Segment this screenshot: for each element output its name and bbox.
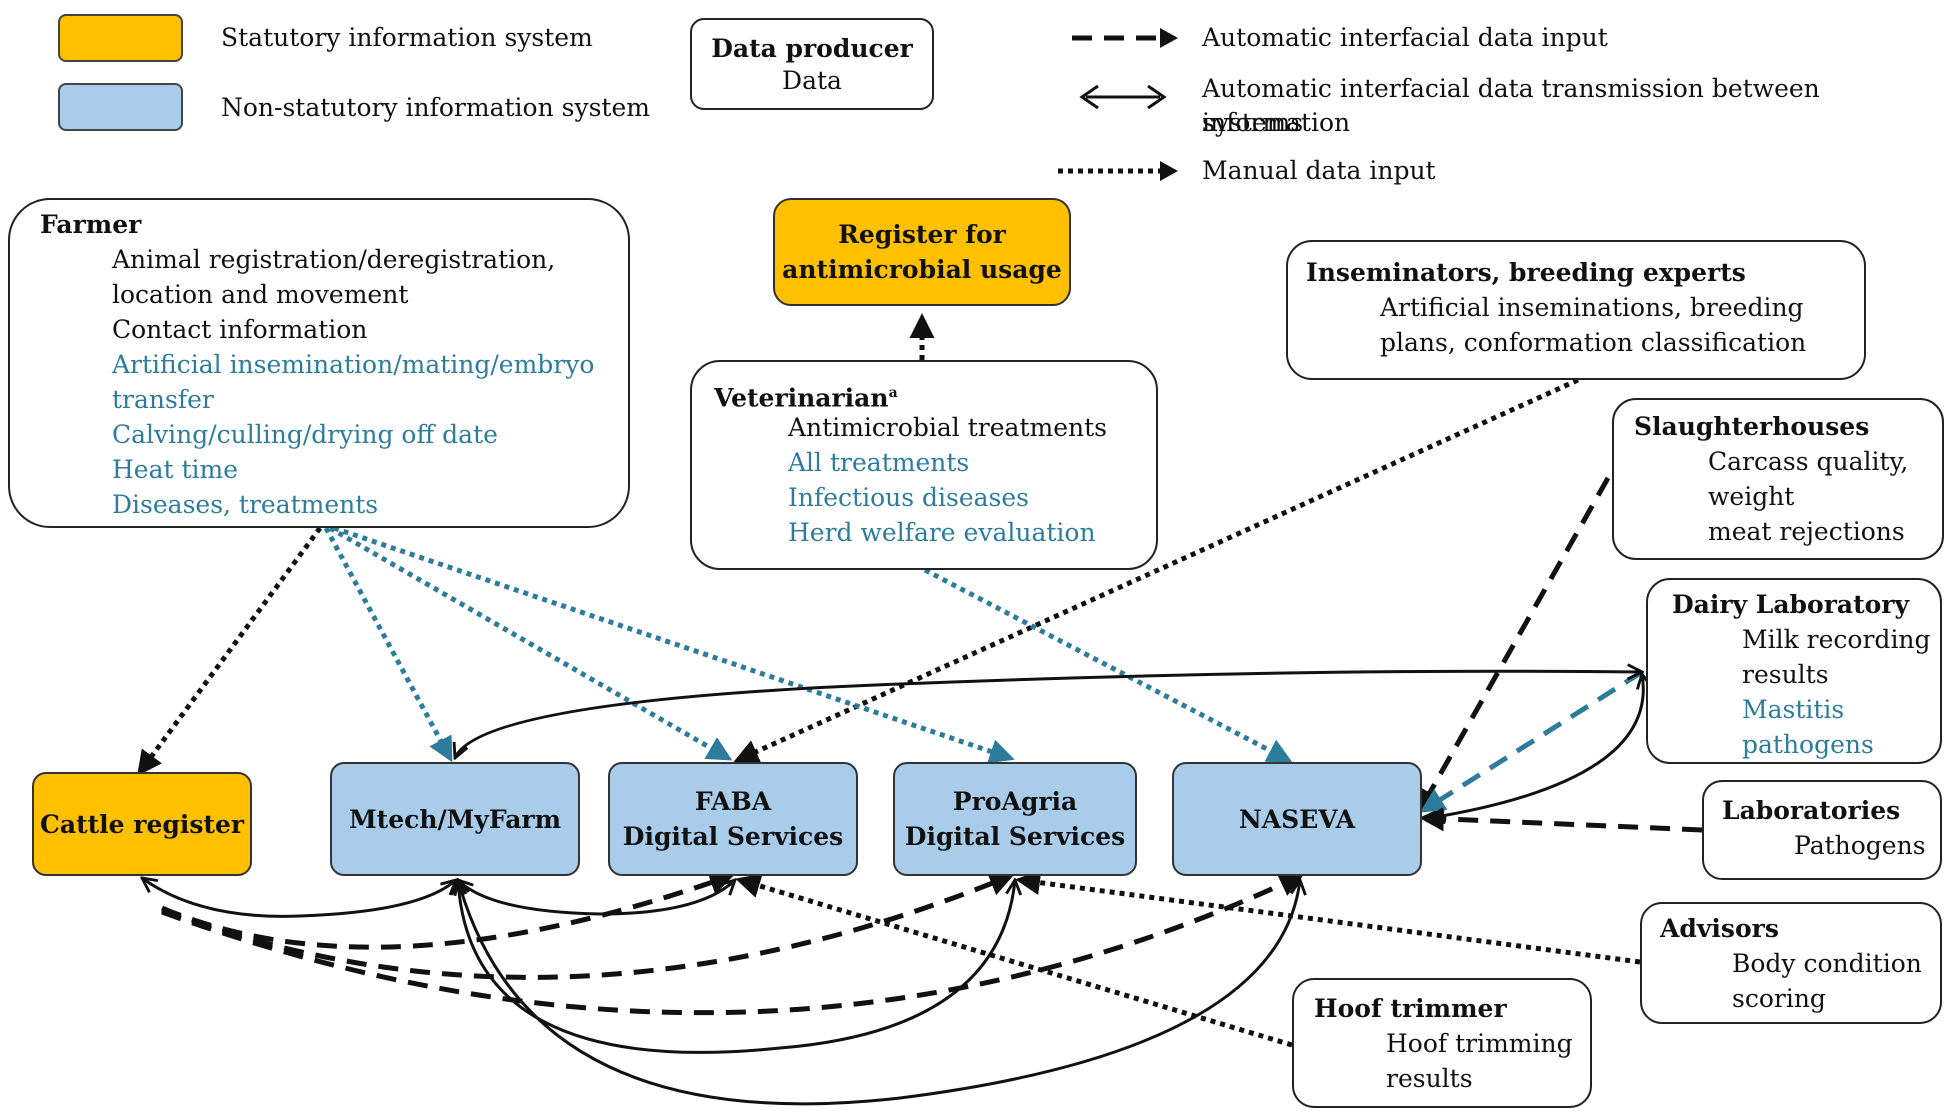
inseminators-title: Inseminators, breeding experts xyxy=(1306,258,1746,287)
legend-data-producer-box: Data producer Data xyxy=(690,18,934,110)
producer-veterinarian: Veterinariana Antimicrobial treatments A… xyxy=(690,360,1158,570)
producer-hoof-trimmer: Hoof trimmer Hoof trimming results xyxy=(1292,978,1592,1108)
legend-label-dashed: Automatic interfacial data input xyxy=(1202,23,1608,52)
dairy-lab-item: pathogens xyxy=(1742,730,1874,759)
dairy-lab-title: Dairy Laboratory xyxy=(1672,590,1909,619)
link-cattle-register-mtech xyxy=(142,878,456,918)
slaughterhouses-item: Carcass quality, xyxy=(1708,447,1909,476)
farmer-item: Heat time xyxy=(112,455,239,484)
farmer-title: Farmer xyxy=(40,210,142,239)
farmer-items: Animal registration/deregistration, loca… xyxy=(112,242,594,522)
legend-swatch-statutory xyxy=(58,14,183,62)
legend-label-statutory: Statutory information system xyxy=(221,23,593,52)
producer-slaughterhouses: Slaughterhouses Carcass quality, weight … xyxy=(1612,398,1944,560)
laboratories-title: Laboratories xyxy=(1722,796,1901,825)
farmer-item: Artificial insemination/mating/embryo xyxy=(112,350,595,379)
dairy-lab-item: Mastitis xyxy=(1742,695,1845,724)
veterinarian-item: Antimicrobial treatments xyxy=(788,413,1107,442)
legend-producer-data: Data xyxy=(782,66,842,95)
dairy-lab-items: Milk recording results Mastitis pathogen… xyxy=(1742,622,1931,762)
producer-dairy-laboratory: Dairy Laboratory Milk recording results … xyxy=(1646,578,1942,764)
arrow-vet-to-naseva xyxy=(923,567,1293,763)
cattle-register-label: Cattle register xyxy=(39,809,245,839)
farmer-item: Diseases, treatments xyxy=(112,490,379,519)
producer-inseminators: Inseminators, breeding experts Artificia… xyxy=(1286,240,1866,380)
slaughterhouses-items: Carcass quality, weight meat rejections xyxy=(1708,444,1908,549)
link-mtech-naseva xyxy=(458,880,1300,1106)
register-amu-line2: antimicrobial usage xyxy=(782,255,1062,284)
legend-label-double-line1: Automatic interfacial data transmission … xyxy=(1202,74,1820,137)
legend-label-double-line2: systems xyxy=(1202,108,1304,137)
system-naseva: NASEVA xyxy=(1172,762,1422,876)
link-mtech-faba xyxy=(458,880,735,916)
farmer-item: location and movement xyxy=(112,280,409,309)
naseva-label: NASEVA xyxy=(1238,804,1356,834)
faba-label-line1: FABA xyxy=(694,787,772,816)
slaughterhouses-item: weight xyxy=(1708,482,1795,511)
inseminators-items: Artificial inseminations, breeding plans… xyxy=(1380,290,1806,360)
farmer-item: Calving/culling/drying off date xyxy=(112,420,498,449)
inseminators-item: plans, conformation classification xyxy=(1380,328,1807,357)
veterinarian-footnote-mark: a xyxy=(888,385,898,401)
arrow-slaughterhouses-to-naseva xyxy=(1417,476,1611,815)
dairy-lab-item: Milk recording xyxy=(1742,625,1931,654)
legend-arrow-double xyxy=(1079,84,1167,110)
arrow-cattle-register-to-naseva xyxy=(161,873,1305,1016)
advisors-item: Body condition xyxy=(1732,949,1922,978)
farmer-item: Animal registration/deregistration, xyxy=(112,245,556,274)
inseminators-item: Artificial inseminations, breeding xyxy=(1380,293,1804,322)
legend-producer-title: Data producer xyxy=(711,34,913,63)
veterinarian-item: All treatments xyxy=(788,448,970,477)
proagria-label-line1: ProAgria xyxy=(952,787,1078,816)
arrow-farmer-to-cattle-register xyxy=(137,526,323,777)
hoof-trimmer-items: Hoof trimming results xyxy=(1386,1026,1573,1096)
link-mtech-dairy-lab xyxy=(455,671,1642,758)
hoof-trimmer-title: Hoof trimmer xyxy=(1314,994,1507,1023)
system-faba-digital-services: FABA Digital Services xyxy=(608,762,858,876)
link-dairy-lab-naseva xyxy=(1430,674,1643,818)
faba-label-line2: Digital Services xyxy=(622,822,844,851)
hoof-trimmer-item: results xyxy=(1386,1064,1473,1093)
register-amu-line1: Register for xyxy=(838,220,1006,249)
producer-farmer: Farmer Animal registration/deregistratio… xyxy=(8,198,630,528)
laboratories-items: Pathogens xyxy=(1794,828,1926,863)
laboratories-item: Pathogens xyxy=(1794,831,1926,860)
veterinarian-items: Antimicrobial treatments All treatments … xyxy=(788,410,1107,550)
arrow-cattle-register-to-proagria xyxy=(161,871,1015,980)
system-proagria-digital-services: ProAgria Digital Services xyxy=(893,762,1137,876)
veterinarian-title-text: Veterinarian xyxy=(714,383,889,413)
veterinarian-item: Herd welfare evaluation xyxy=(788,518,1096,547)
farmer-item: Contact information xyxy=(112,315,368,344)
producer-laboratories: Laboratories Pathogens xyxy=(1702,780,1942,880)
legend-arrow-dashed xyxy=(1072,28,1178,48)
arrow-inseminators-to-faba xyxy=(733,377,1580,764)
advisors-items: Body condition scoring xyxy=(1732,946,1922,1016)
legend-swatch-non-statutory xyxy=(58,83,183,131)
dairy-lab-item: results xyxy=(1742,660,1829,689)
arrow-farmer-to-mtech xyxy=(323,526,453,763)
proagria-label-line2: Digital Services xyxy=(904,822,1126,851)
link-mtech-proagria xyxy=(458,880,1015,1054)
arrow-laboratories-to-naseva xyxy=(1419,806,1703,833)
slaughterhouses-item: meat rejections xyxy=(1708,517,1905,546)
arrow-hoof-trimmer-to-faba xyxy=(735,873,1293,1048)
farmer-item: transfer xyxy=(112,385,214,414)
system-mtech-myfarm: Mtech/MyFarm xyxy=(330,762,580,876)
system-register-antimicrobial-usage: Register for antimicrobial usage xyxy=(773,198,1071,306)
hoof-trimmer-item: Hoof trimming xyxy=(1386,1029,1573,1058)
veterinarian-title: Veterinariana xyxy=(714,376,898,415)
advisors-item: scoring xyxy=(1732,984,1826,1013)
system-cattle-register: Cattle register xyxy=(32,772,252,876)
producer-advisors: Advisors Body condition scoring xyxy=(1640,902,1942,1024)
mtech-label: Mtech/MyFarm xyxy=(348,804,562,834)
legend-arrow-dotted xyxy=(1058,161,1178,181)
legend-label-non-statutory: Non-statutory information system xyxy=(221,93,650,122)
slaughterhouses-title: Slaughterhouses xyxy=(1634,412,1870,441)
legend-label-dotted: Manual data input xyxy=(1202,156,1436,185)
veterinarian-item: Infectious diseases xyxy=(788,483,1029,512)
advisors-title: Advisors xyxy=(1660,914,1779,943)
